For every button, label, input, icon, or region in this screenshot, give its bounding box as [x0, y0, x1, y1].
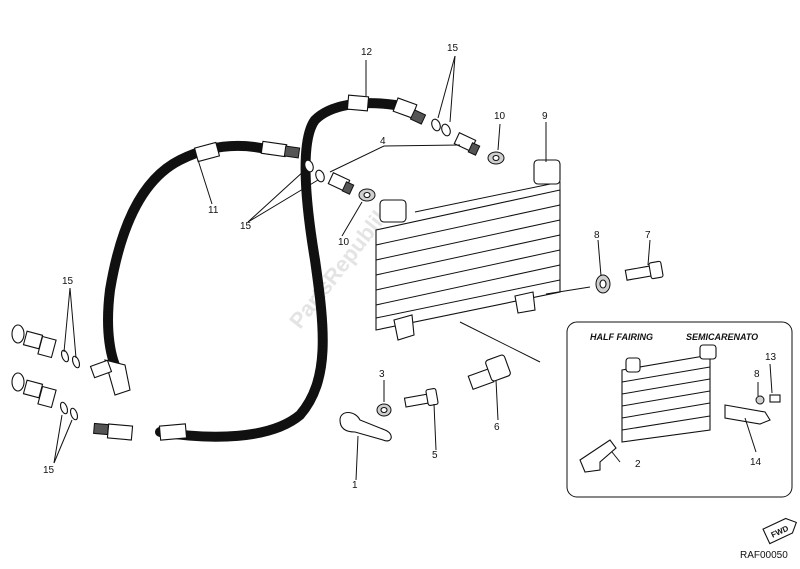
callout-5: 5	[432, 450, 438, 461]
callout-8: 8	[594, 230, 600, 241]
inset-title-semicarenato: SEMICARENATO	[686, 332, 758, 342]
callout-14-inset: 14	[750, 457, 762, 468]
half-fairing-inset: HALF FAIRING SEMICARENATO	[566, 321, 793, 498]
hose-11	[89, 140, 301, 396]
callout-3: 3	[379, 369, 385, 380]
callout-7: 7	[645, 230, 651, 241]
callout-10-top: 10	[494, 111, 506, 122]
callout-12: 12	[361, 47, 373, 58]
fwd-arrow-icon: FWD	[762, 517, 798, 545]
callout-15-left-bottom: 15	[43, 465, 55, 476]
clip-1	[339, 411, 392, 442]
leader-lines	[53, 55, 651, 481]
callout-15-top: 15	[447, 43, 459, 54]
callout-6: 6	[494, 422, 500, 433]
grommet-6	[467, 354, 511, 391]
hose-12	[93, 94, 427, 442]
callout-13-inset: 13	[765, 352, 777, 363]
left-end-fittings	[11, 324, 81, 421]
callout-15-mid: 15	[240, 221, 252, 232]
oil-cooler	[375, 159, 561, 341]
seals-and-unions-upper	[304, 118, 505, 202]
callout-4: 4	[380, 136, 386, 147]
bolt-7-and-washer-8	[595, 260, 664, 294]
callout-9: 9	[542, 111, 548, 122]
callout-1: 1	[352, 480, 358, 491]
callout-11: 11	[208, 205, 219, 216]
callout-15-left-top: 15	[62, 276, 74, 287]
washer-3-bolt-5	[376, 388, 439, 417]
callout-numbers: 12 15 10 9 4 11 15 10 8 7 15 15 3 6 5 1 …	[43, 43, 777, 491]
callout-2-inset: 2	[635, 459, 641, 470]
callout-10-mid: 10	[338, 237, 350, 248]
drawing-code: RAF00050	[740, 550, 788, 561]
inset-title-half-fairing: HALF FAIRING	[590, 332, 653, 342]
callout-8-inset: 8	[754, 369, 760, 380]
